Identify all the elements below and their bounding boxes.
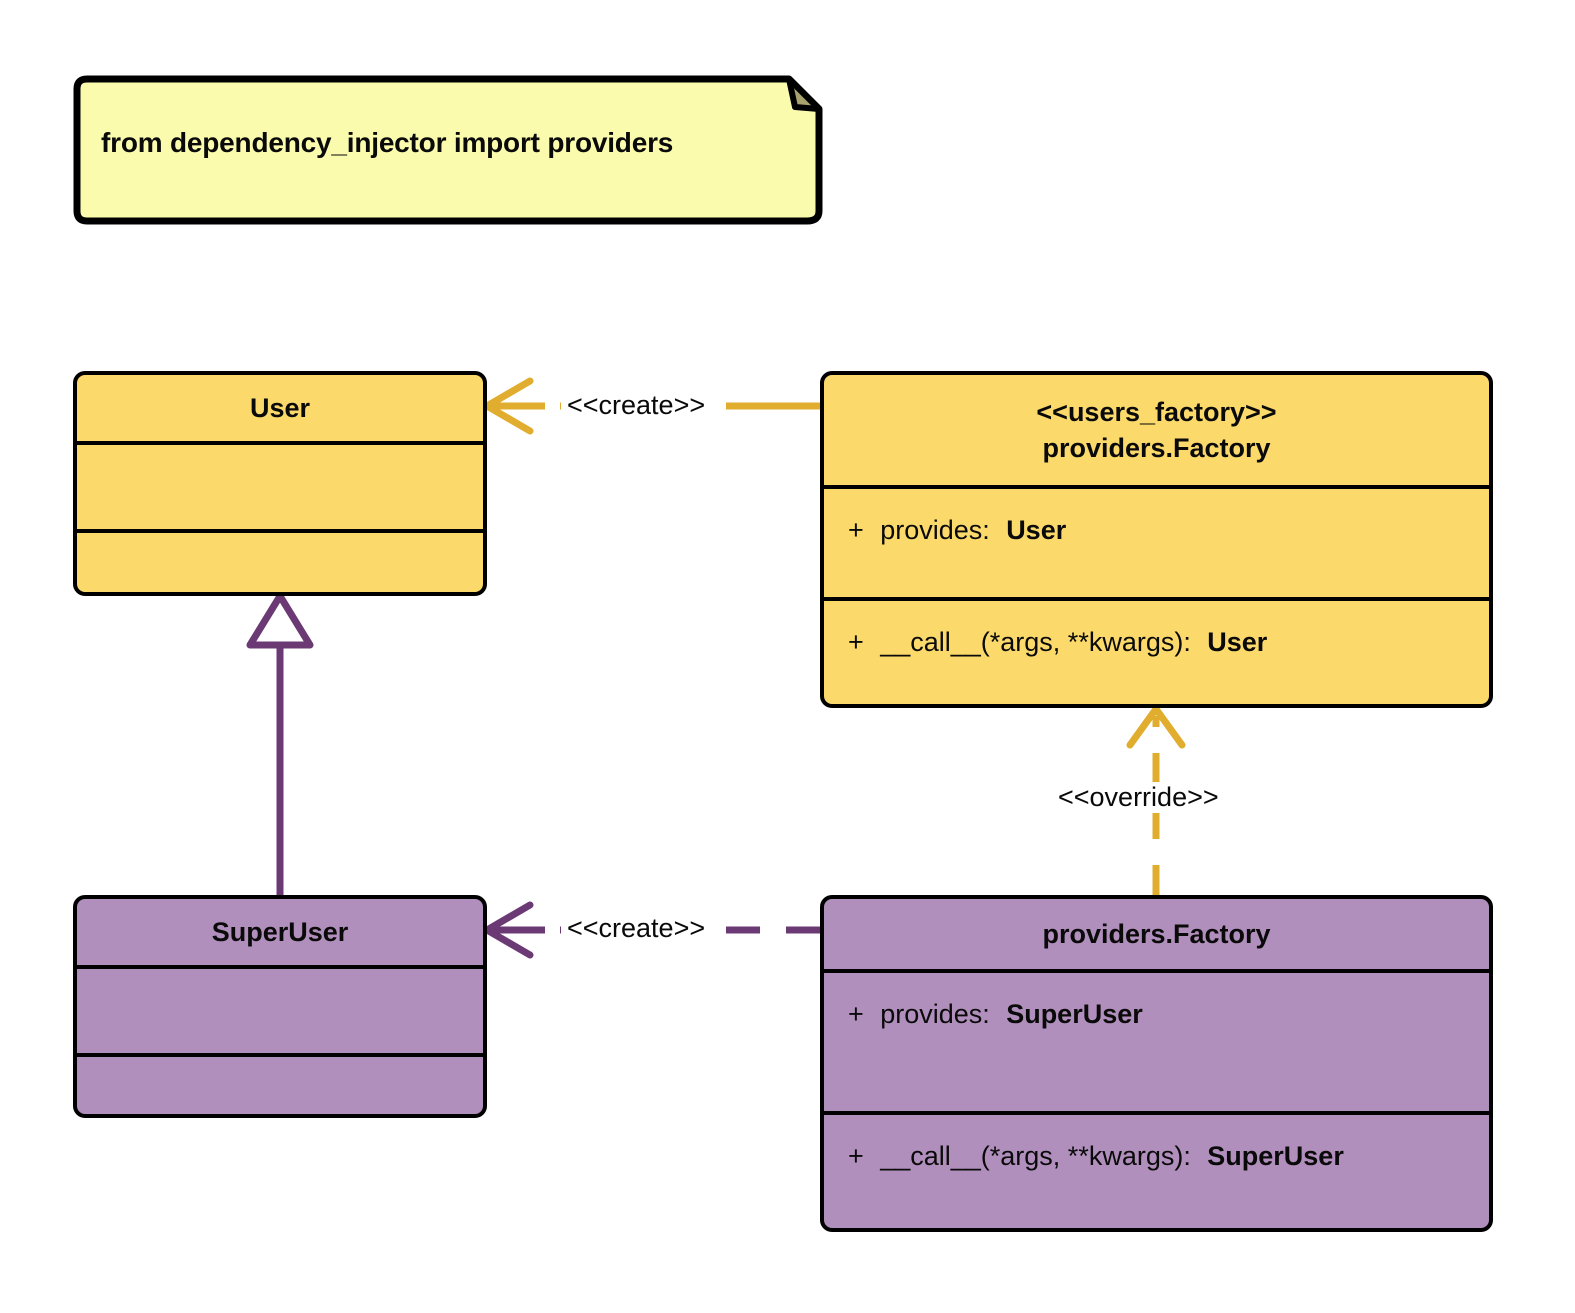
class-attributes-users-factory: + provides: User <box>824 485 1489 597</box>
import-note: from dependency_injector import provider… <box>73 73 825 225</box>
attribute-type: SuperUser <box>1006 999 1143 1029</box>
class-name-superuser: SuperUser <box>211 916 349 947</box>
class-box-users-factory[interactable]: <<users_factory>> providers.Factory + pr… <box>820 371 1493 708</box>
class-title-superuser: SuperUser <box>77 899 483 965</box>
method-row: + __call__(*args, **kwargs): SuperUser <box>848 1141 1489 1172</box>
attribute-type: User <box>1006 515 1067 545</box>
class-methods-users-factory: + __call__(*args, **kwargs): User <box>824 597 1489 704</box>
create-superuser-arrowhead <box>483 901 534 959</box>
class-name-user: User <box>249 392 311 423</box>
note-folded-corner-icon <box>786 76 822 112</box>
override-arrowhead <box>1126 705 1186 749</box>
class-title-providers-factory: providers.Factory <box>824 899 1489 969</box>
edge-label-create-superuser: <<create>> <box>561 913 712 944</box>
edge-label-override: <<override>> <box>1052 782 1225 813</box>
method-visibility: + <box>848 1141 864 1171</box>
method-type: SuperUser <box>1207 1141 1344 1171</box>
inheritance-hollow-triangle <box>246 592 314 649</box>
attribute-row: + provides: SuperUser <box>848 999 1489 1030</box>
method-label: __call__(*args, **kwargs): <box>880 1141 1191 1171</box>
note-text: from dependency_injector import provider… <box>101 127 674 158</box>
attribute-label: provides: <box>880 999 990 1029</box>
note-shape <box>73 75 823 225</box>
class-name-providers-factory: providers.Factory <box>1042 918 1271 949</box>
method-label: __call__(*args, **kwargs): <box>880 627 1191 657</box>
edge-label-create-user: <<create>> <box>561 390 712 421</box>
method-type: User <box>1207 627 1268 657</box>
attribute-label: provides: <box>880 515 990 545</box>
note-body <box>73 75 823 225</box>
class-attributes-providers-factory: + provides: SuperUser <box>824 969 1489 1111</box>
class-methods-providers-factory: + __call__(*args, **kwargs): SuperUser <box>824 1111 1489 1228</box>
class-methods-user <box>77 529 483 592</box>
method-visibility: + <box>848 627 864 657</box>
attribute-visibility: + <box>848 515 864 545</box>
class-title-user: User <box>77 375 483 441</box>
attribute-row: + provides: User <box>848 515 1489 546</box>
create-user-arrowhead <box>483 377 534 435</box>
class-title-users-factory: <<users_factory>> providers.Factory <box>824 375 1489 485</box>
class-attributes-superuser <box>77 965 483 1053</box>
class-box-superuser[interactable]: SuperUser <box>73 895 487 1118</box>
class-stereotype-users-factory: <<users_factory>> <box>1036 396 1277 427</box>
class-box-user[interactable]: User <box>73 371 487 596</box>
attribute-visibility: + <box>848 999 864 1029</box>
relationship-inheritance <box>246 592 314 895</box>
class-name-users-factory: providers.Factory <box>1042 433 1271 463</box>
class-attributes-user <box>77 441 483 529</box>
method-row: + __call__(*args, **kwargs): User <box>848 627 1489 658</box>
class-methods-superuser <box>77 1053 483 1114</box>
class-box-providers-factory[interactable]: providers.Factory + provides: SuperUser … <box>820 895 1493 1232</box>
